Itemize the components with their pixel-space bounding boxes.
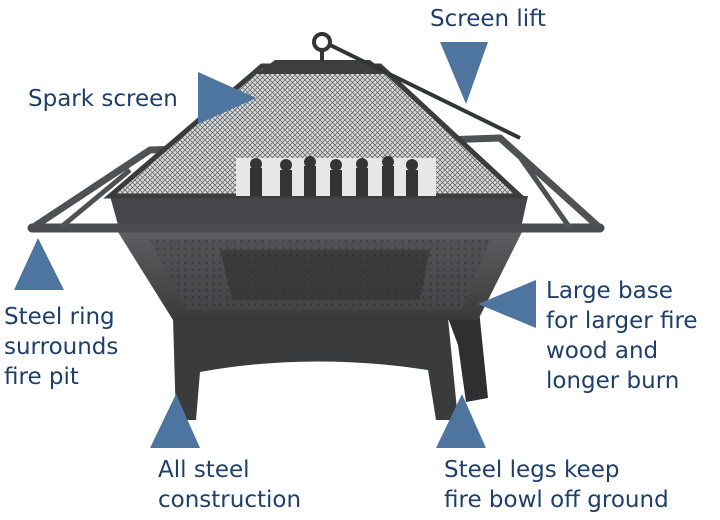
large-base-label: Large base for larger fire wood and long… — [546, 276, 698, 396]
steel-legs-line-1: Steel legs keep — [444, 457, 620, 483]
screen-lift-text: Screen lift — [430, 6, 546, 32]
spark-screen-text: Spark screen — [28, 86, 178, 112]
spark-screen-label: Spark screen — [28, 84, 178, 114]
steel-ring-label: Steel ring surrounds fire pit — [4, 302, 118, 392]
steel-legs — [173, 300, 488, 420]
all-steel-line-1: All steel — [158, 457, 250, 483]
large-base-line-1: Large base — [546, 278, 673, 304]
large-base-arrow — [478, 280, 536, 328]
screen-lift-arrow — [440, 42, 488, 104]
spark-screen — [103, 60, 527, 199]
fire-bowl — [118, 232, 522, 320]
all-steel-label: All steel construction — [158, 455, 301, 515]
steel-legs-label: Steel legs keep fire bowl off ground — [444, 455, 669, 515]
steel-ring-line-1: Steel ring — [4, 304, 115, 330]
all-steel-arrow — [150, 394, 200, 448]
screen-lift-rod — [312, 32, 521, 140]
large-base-line-3: wood and — [546, 338, 659, 364]
steel-ring-line-3: fire pit — [4, 364, 79, 390]
steel-ring-line-2: surrounds — [4, 334, 119, 360]
steel-legs-arrow — [436, 394, 486, 448]
callout-arrows — [14, 42, 536, 448]
bowl-rim — [110, 196, 528, 232]
spark-screen-arrow — [198, 72, 256, 124]
steel-legs-line-2: fire bowl off ground — [444, 487, 669, 513]
screen-lift-label: Screen lift — [430, 4, 546, 34]
large-base-line-2: for larger fire — [546, 308, 698, 334]
steel-ring-arrow — [14, 238, 64, 290]
large-base-line-4: longer burn — [546, 368, 680, 394]
all-steel-line-2: construction — [158, 487, 302, 513]
